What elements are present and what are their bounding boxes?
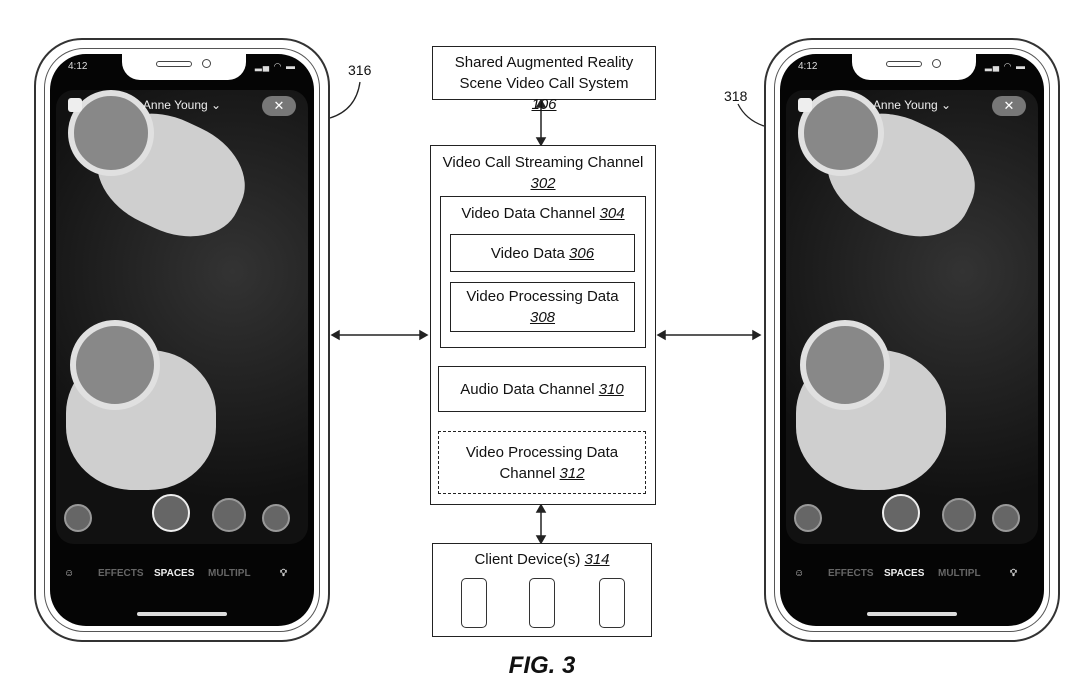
client-devices-box: Client Device(s) 314 [432,543,652,637]
figure-label: FIG. 3 [508,652,576,679]
time: 4:12 [68,61,88,72]
caller-name[interactable]: Anne Young ⌄ [142,98,222,112]
phone-screen: 4:12 ▂▄ ◠ ▬ Anne Young ⌄ ✕ ☺ EFFECTS SPA… [50,54,314,626]
lightbulb-icon[interactable]: 💡︎ [1010,568,1017,579]
close-button[interactable]: ✕ [992,96,1026,116]
device-icon [529,578,555,628]
tab-multiplayer[interactable]: MULTIPL [208,568,251,579]
home-indicator [867,612,957,616]
ref-318: 318 [724,88,748,104]
client-device-right: 4:12 ▂▄ ◠ ▬ Anne Young ⌄ ✕ ☺ EFFECTS SPA… [764,38,1060,642]
tab-effects[interactable]: EFFECTS [98,568,144,579]
chat-icon[interactable]: ☺ [794,568,805,579]
home-indicator [137,612,227,616]
caller-name[interactable]: Anne Young ⌄ [872,98,952,112]
status-icons: ▂▄ ◠ ▬ [984,61,1026,71]
video-call-view: Anne Young ⌄ ✕ [56,90,308,544]
status-icons: ▂▄ ◠ ▬ [254,61,296,71]
video-processing-data-channel-box: Video Processing Data Channel 312 [438,431,646,494]
tab-spaces[interactable]: SPACES [884,568,925,579]
chat-icon[interactable]: ☺ [64,568,75,579]
tab-effects[interactable]: EFFECTS [828,568,874,579]
system-box: Shared Augmented Reality Scene Video Cal… [432,46,656,113]
tab-spaces[interactable]: SPACES [154,568,195,579]
device-icon [461,578,487,628]
video-call-view: Anne Young ⌄ ✕ [786,90,1038,544]
time: 4:12 [798,61,818,72]
lightbulb-icon[interactable]: 💡︎ [280,568,287,579]
flip-icon[interactable] [798,98,812,112]
device-icon [599,578,625,628]
close-button[interactable]: ✕ [262,96,296,116]
phone-screen: 4:12 ▂▄ ◠ ▬ Anne Young ⌄ ✕ ☺ EFFECTS SPA… [780,54,1044,626]
audio-data-channel-box: Audio Data Channel 310 [438,366,646,412]
flip-icon[interactable] [68,98,82,112]
tab-multiplayer[interactable]: MULTIPL [938,568,981,579]
video-data-box: Video Data 306 [450,234,635,272]
ref-316: 316 [348,62,372,78]
client-device-left: 4:12 ▂▄ ◠ ▬ Anne Young ⌄ ✕ ☺ EFFECTS SPA… [34,38,330,642]
